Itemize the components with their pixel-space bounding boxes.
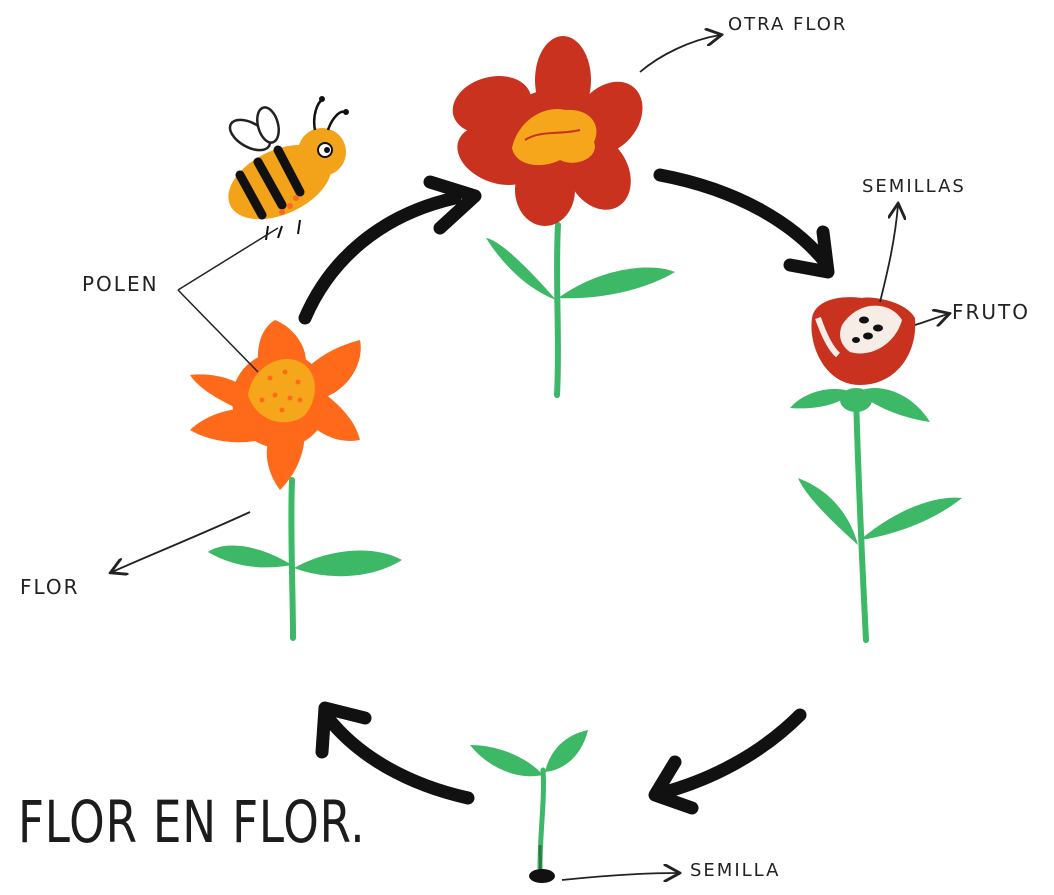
label-semilla: SEMILLA (690, 860, 781, 881)
arrow-flor (112, 511, 251, 572)
label-otra-flor: OTRA FLOR (728, 14, 848, 35)
arrow-semilla (561, 873, 678, 880)
label-flor: FLOR (20, 575, 80, 599)
label-polen: POLEN (82, 272, 159, 296)
label-semillas: SEMILLAS (862, 176, 966, 197)
red-flower (452, 36, 675, 398)
sprout (470, 730, 588, 883)
diagram-title: FLOR EN FLOR. (18, 788, 366, 856)
polen-line-bee (177, 227, 279, 291)
arrow-otra-flor (639, 35, 720, 73)
polen-line-flower (177, 289, 259, 373)
bee-icon (228, 96, 349, 241)
cycle-arrow-to-red-flower (298, 175, 482, 325)
fruit-plant (790, 297, 962, 643)
arrow-fruto (914, 314, 948, 325)
orange-flower (190, 320, 402, 641)
label-fruto: FRUTO (952, 300, 1030, 324)
seed-icon (529, 869, 555, 883)
cycle-arrow-to-orange-flower (315, 701, 475, 805)
cycle-arrow-to-fruit (653, 168, 835, 279)
cycle-arrow-to-sprout (648, 708, 807, 815)
arrow-semillas (879, 205, 898, 303)
